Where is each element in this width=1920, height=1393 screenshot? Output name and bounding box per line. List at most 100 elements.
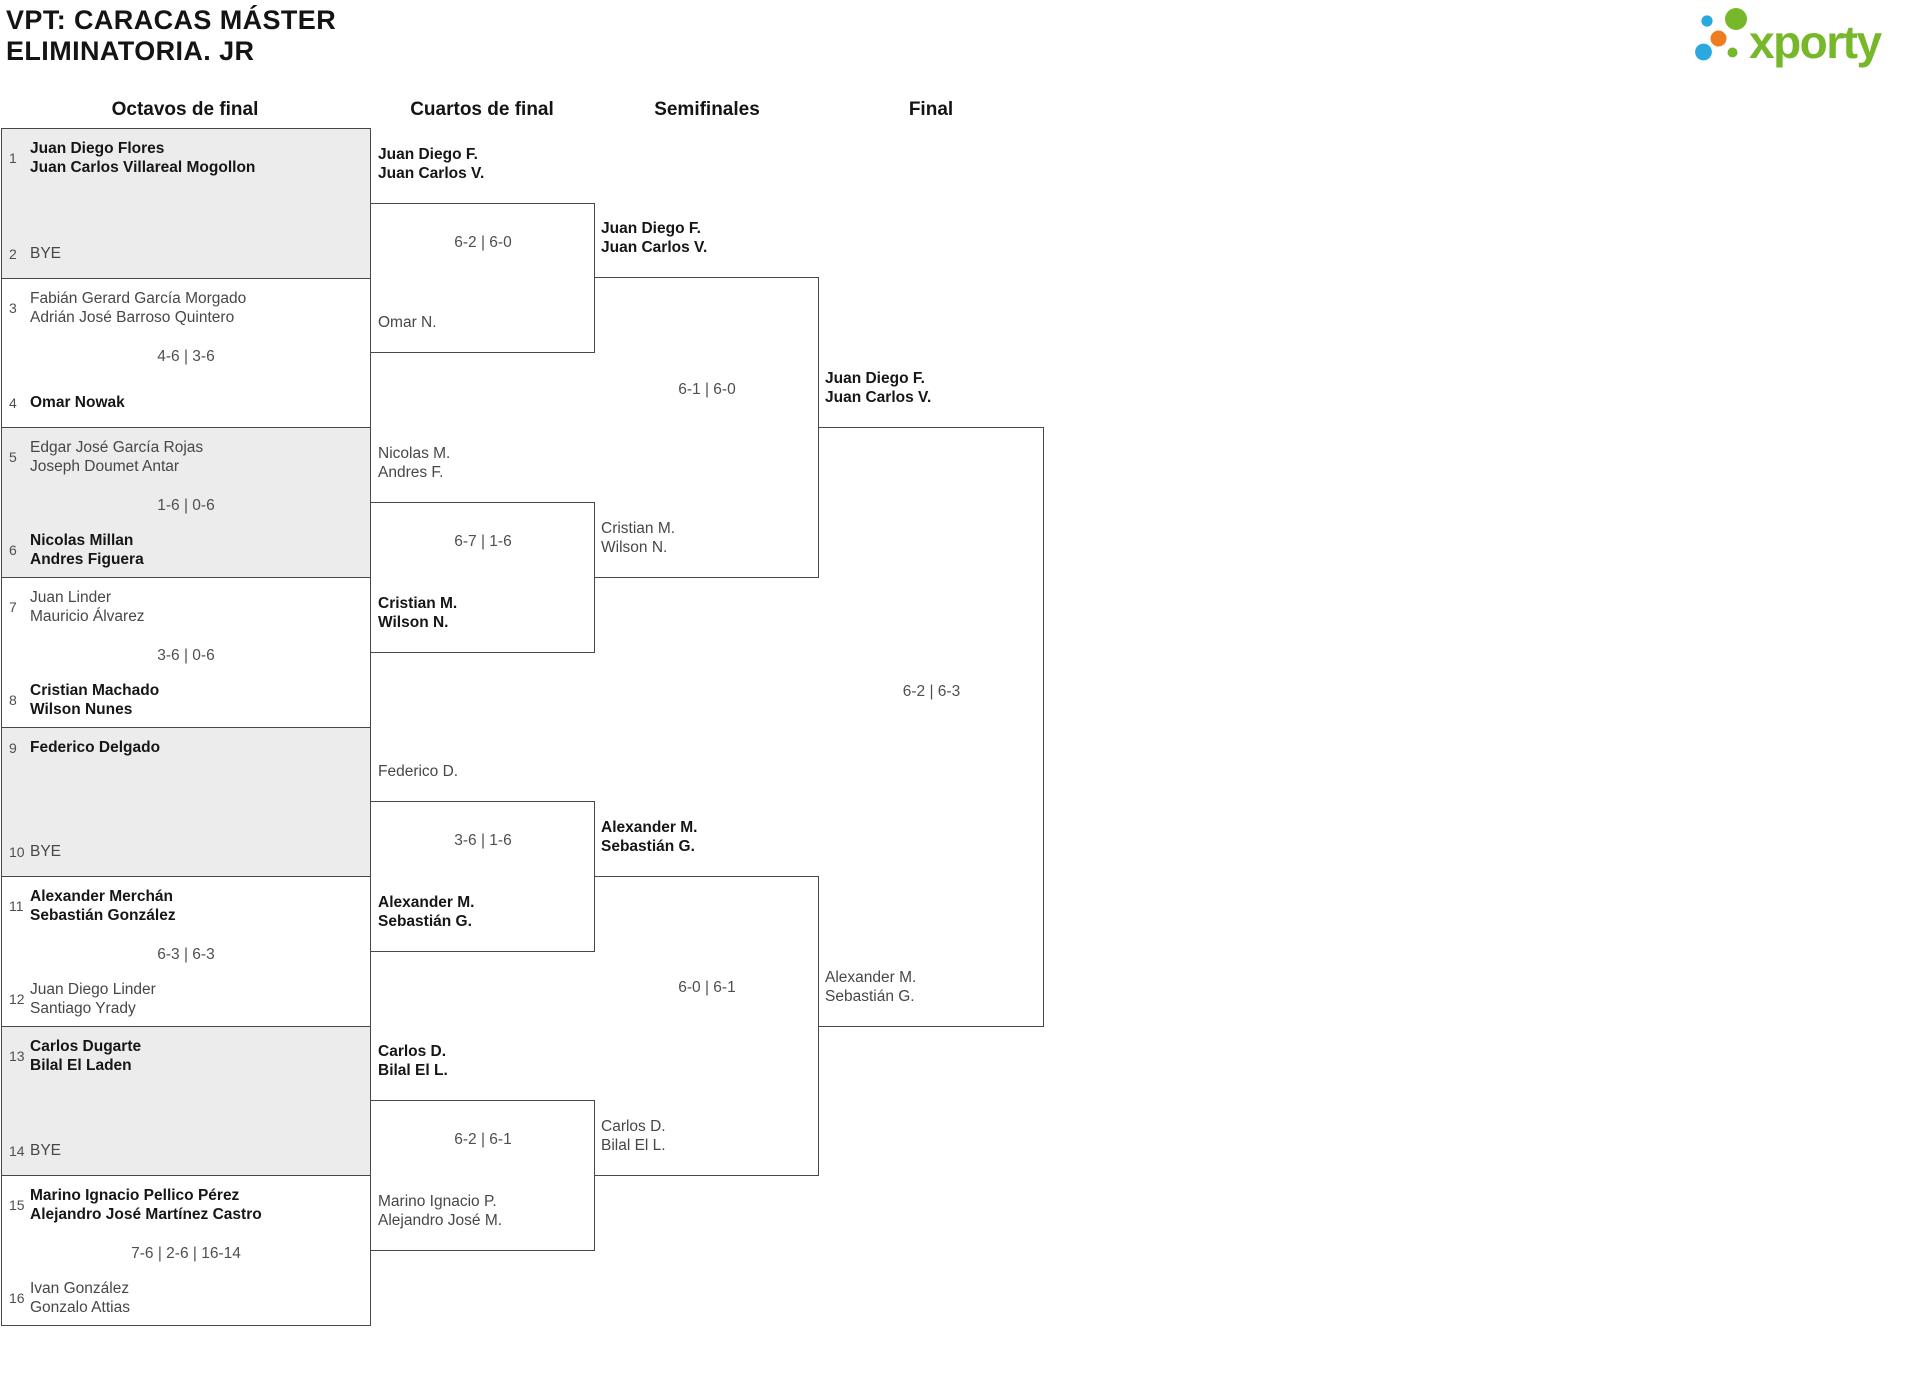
qf1-bottom-name: Omar N. [378,314,437,331]
xporty-logo[interactable]: xporty [1686,2,1920,74]
match-score: 6-3 | 6-3 [157,946,215,963]
participant-name: Marino Ignacio Pellico Pérez Alejandro J… [30,1187,262,1223]
tournament-title-line1: VPT: CARACAS MÁSTER [6,5,337,35]
logo-dot-orange [1710,30,1727,47]
qf1-top-name: Juan Diego F. Juan Carlos V. [378,146,485,182]
participant-top: 11 Alexander Merchán Sebastián González [9,887,362,925]
participant-name: Cristian Machado Wilson Nunes [30,682,160,718]
participant-top: 5 Edgar José García Rojas Joseph Doumet … [9,438,362,476]
sf1-top-name: Juan Diego F. Juan Carlos V. [601,220,708,256]
final-score: 6-2 | 6-3 [902,683,961,700]
logo-dot-blue-small [1701,15,1713,27]
participant-name: Federico Delgado [30,739,161,756]
r16-match-8-box[interactable]: 15 Marino Ignacio Pellico Pérez Alejandr… [1,1175,371,1326]
participant-name: BYE [30,843,62,860]
qf4-bottom-name: Marino Ignacio P. Alejandro José M. [378,1193,503,1229]
participant-top: 13 Carlos Dugarte Bilal El Laden [9,1037,362,1075]
seed-label: 8 [9,692,17,708]
participant-name: Carlos Dugarte Bilal El Laden [30,1038,142,1074]
logo-dot-green-small [1727,47,1738,58]
round-header-octavos: Octavos de final [111,99,259,120]
seed-label: 7 [9,599,17,615]
sf2-top-name: Alexander M. Sebastián G. [601,819,698,855]
seed-label: 14 [9,1142,25,1159]
qf2-score: 6-7 | 1-6 [454,533,512,550]
seed-label: 4 [9,394,17,411]
logo-dot-green-large [1725,8,1747,30]
logo-dot-blue-large [1695,43,1712,61]
tournament-title: VPT: CARACAS MÁSTER ELIMINATORIA. JR [6,5,336,67]
participant-top: 7 Juan Linder Mauricio Álvarez [9,588,362,626]
seed-label: 15 [9,1197,25,1213]
r16-match-3-box[interactable]: 5 Edgar José García Rojas Joseph Doumet … [1,427,371,578]
sf-match-1-box[interactable] [595,277,819,578]
seed-label: 3 [9,300,17,316]
participant-bottom: 2 BYE [9,244,362,263]
seed-label: 13 [9,1048,25,1064]
r16-match-7-box[interactable]: 13 Carlos Dugarte Bilal El Laden 14 BYE [1,1026,371,1176]
qf3-bottom-name: Alexander M. Sebastián G. [378,894,475,930]
round-header-semifinales: Semifinales [654,99,760,120]
participant-bottom: 10 BYE [9,842,362,861]
qf1-score: 6-2 | 6-0 [454,234,512,251]
final-bottom-name: Alexander M. Sebastián G. [825,969,917,1005]
qf3-score: 3-6 | 1-6 [454,832,512,849]
r16-match-4-box[interactable]: 7 Juan Linder Mauricio Álvarez 3-6 | 0-6… [1,577,371,728]
participant-bottom: 14 BYE [9,1141,362,1160]
participant-name: Ivan González Gonzalo Attias [30,1280,130,1316]
participant-name: Fabián Gerard García Morgado Adrián José… [30,290,247,326]
participant-name: Edgar José García Rojas Joseph Doumet An… [30,439,204,475]
participant-bottom: 8 Cristian Machado Wilson Nunes [9,681,362,719]
sf-match-2-box[interactable] [595,876,819,1176]
match-score: 3-6 | 0-6 [157,647,215,664]
round-header-final: Final [908,99,954,120]
r16-match-5-box[interactable]: 9 Federico Delgado 10 BYE [1,727,371,877]
r16-match-2-box[interactable]: 3 Fabián Gerard García Morgado Adrián Jo… [1,278,371,428]
seed-label: 11 [9,898,24,914]
participant-top: 1 Juan Diego Flores Juan Carlos Villarea… [9,139,362,177]
participant-name: Juan Linder Mauricio Álvarez [30,589,145,625]
participant-name: Omar Nowak [30,394,125,411]
sf2-score: 6-0 | 6-1 [678,979,736,996]
participant-bottom: 4 Omar Nowak [9,393,362,412]
seed-label: 2 [9,245,17,262]
final-top-name: Juan Diego F. Juan Carlos V. [825,370,932,406]
sf1-bottom-name: Cristian M. Wilson N. [601,520,676,556]
qf3-top-name: Federico D. [378,763,459,780]
qf4-top-name: Carlos D. Bilal El L. [378,1043,448,1079]
participant-name: Juan Diego Flores Juan Carlos Villareal … [30,140,256,176]
seed-label: 9 [9,739,17,756]
participant-name: BYE [30,1142,62,1159]
match-score: 1-6 | 0-6 [157,497,215,514]
xporty-logo-wordmark: xporty [1749,16,1883,68]
r16-match-1-box[interactable]: 1 Juan Diego Flores Juan Carlos Villarea… [1,128,371,279]
round-header-cuartos: Cuartos de final [410,99,554,120]
participant-name: Juan Diego Linder Santiago Yrady [30,981,156,1017]
seed-label: 6 [9,542,17,558]
seed-label: 16 [9,1290,25,1306]
seed-label: 1 [9,150,17,166]
qf-match-3-box[interactable] [371,801,595,952]
qf4-score: 6-2 | 6-1 [454,1131,512,1148]
match-score: 4-6 | 3-6 [157,348,215,365]
qf2-top-name: Nicolas M. Andres F. [378,445,451,481]
participant-bottom: 16 Ivan González Gonzalo Attias [9,1279,362,1317]
qf2-bottom-name: Cristian M. Wilson N. [378,595,458,631]
match-score: 7-6 | 2-6 | 16-14 [131,1245,241,1262]
final-match-box[interactable] [819,427,1044,1027]
qf-match-2-box[interactable] [371,502,595,653]
r16-match-6-box[interactable]: 11 Alexander Merchán Sebastián González … [1,876,371,1027]
participant-bottom: 12 Juan Diego Linder Santiago Yrady [9,980,362,1018]
qf-match-4-box[interactable] [371,1100,595,1251]
participant-name: Nicolas Millan Andres Figuera [30,532,144,568]
participant-name: Alexander Merchán Sebastián González [30,888,176,924]
participant-top: 9 Federico Delgado [9,738,362,757]
qf-match-1-box[interactable] [371,203,595,353]
tournament-title-line2: ELIMINATORIA. JR [6,36,255,66]
seed-label: 10 [9,843,25,860]
seed-label: 5 [9,449,17,465]
participant-name: BYE [30,245,62,262]
participant-top: 15 Marino Ignacio Pellico Pérez Alejandr… [9,1186,362,1224]
sf1-score: 6-1 | 6-0 [678,381,736,398]
